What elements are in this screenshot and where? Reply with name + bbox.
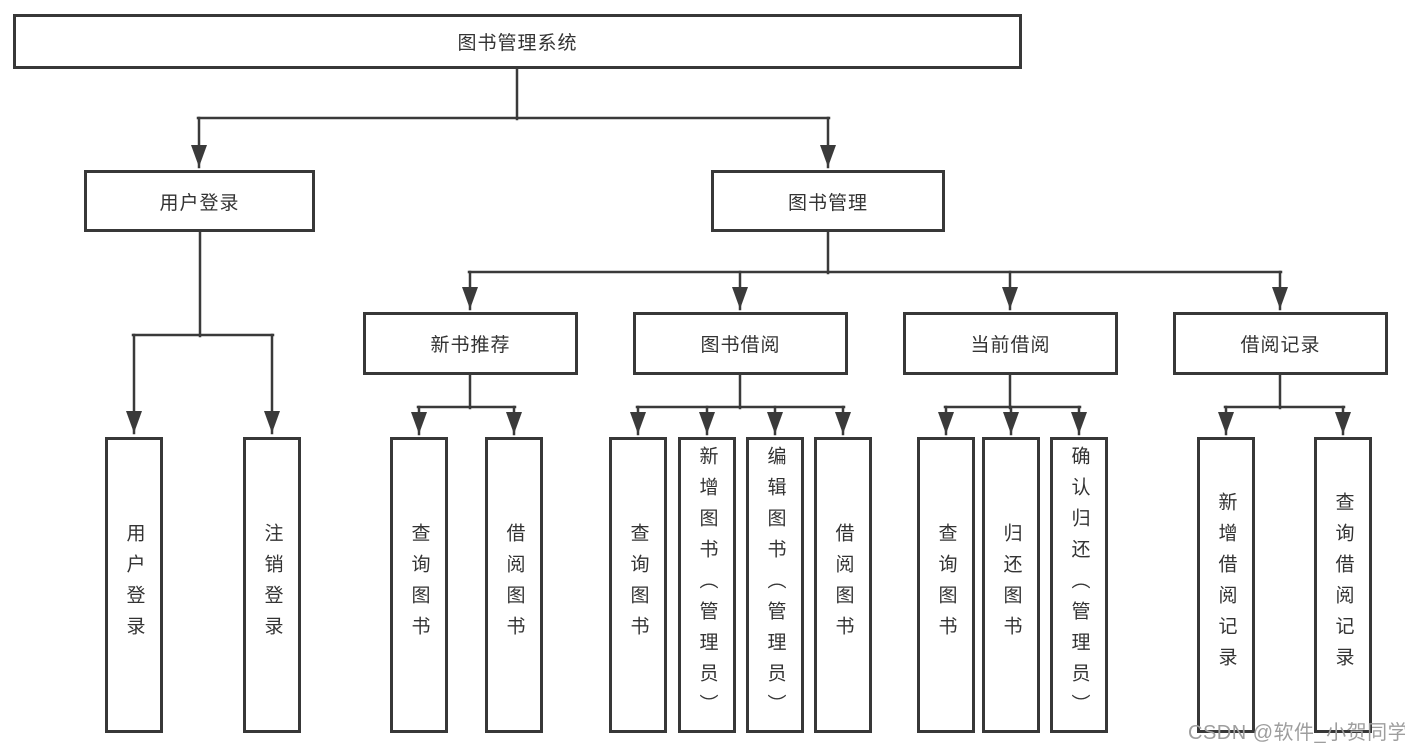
- node-user-login: 用户登录: [84, 170, 315, 232]
- connector-book-borrowing: [630, 373, 851, 436]
- node-label: 归还图书: [1000, 523, 1022, 647]
- node-label: 新增图书（管理员）: [696, 445, 718, 725]
- node-label: 图书借阅: [700, 335, 781, 356]
- node-label: 注销登录: [261, 523, 283, 647]
- node-label: 查询借阅记录: [1332, 492, 1354, 678]
- node-new-book-recommend: 新书推荐: [363, 312, 578, 375]
- node-label: 查询图书: [935, 523, 957, 647]
- connector-root: [191, 67, 836, 169]
- leaf-return-books: 归还图书: [982, 437, 1040, 733]
- node-label: 当前借阅: [970, 335, 1051, 356]
- leaf-user-login: 用户登录: [105, 437, 163, 733]
- node-label: 借阅图书: [503, 523, 525, 647]
- connector-new-book-recommend: [411, 373, 522, 436]
- leaf-borrow-books-borrowing: 借阅图书: [814, 437, 872, 733]
- leaf-query-borrow-record: 查询借阅记录: [1314, 437, 1372, 733]
- csdn-watermark: CSDN @软件_小贺同学: [1188, 722, 1405, 744]
- node-label: 新增借阅记录: [1215, 492, 1237, 678]
- connector-borrowing-records: [1218, 373, 1351, 436]
- leaf-edit-books-admin: 编辑图书（管理员）: [746, 437, 804, 733]
- leaf-query-books-borrowing: 查询图书: [609, 437, 667, 733]
- node-label: 用户登录: [159, 192, 240, 214]
- leaf-logout-login: 注销登录: [243, 437, 301, 733]
- leaf-query-books-current: 查询图书: [917, 437, 975, 733]
- node-book-management: 图书管理: [711, 170, 945, 232]
- leaf-add-borrow-record: 新增借阅记录: [1197, 437, 1255, 733]
- node-borrowing-records: 借阅记录: [1173, 312, 1388, 375]
- node-label: 查询图书: [627, 523, 649, 647]
- node-library-management-system: 图书管理系统: [13, 14, 1022, 69]
- leaf-query-books-recommend: 查询图书: [390, 437, 448, 733]
- node-label: 用户登录: [123, 523, 145, 647]
- node-label: 查询图书: [408, 523, 430, 647]
- node-label: 图书管理: [787, 192, 868, 214]
- leaf-add-books-admin: 新增图书（管理员）: [678, 437, 736, 733]
- node-label: 图书管理系统: [457, 33, 578, 54]
- node-label: 借阅图书: [832, 523, 854, 647]
- node-label: 确认归还（管理员）: [1068, 445, 1090, 725]
- connector-user-login: [126, 230, 280, 435]
- node-current-borrowing: 当前借阅: [903, 312, 1118, 375]
- leaf-borrow-books-recommend: 借阅图书: [485, 437, 543, 733]
- connector-current-borrowing: [938, 373, 1087, 436]
- node-book-borrowing: 图书借阅: [633, 312, 848, 375]
- node-label: 借阅记录: [1240, 335, 1321, 356]
- node-label: 编辑图书（管理员）: [764, 445, 786, 725]
- node-label: 新书推荐: [430, 335, 511, 356]
- connector-book-management: [462, 230, 1288, 311]
- leaf-confirm-return-admin: 确认归还（管理员）: [1050, 437, 1108, 733]
